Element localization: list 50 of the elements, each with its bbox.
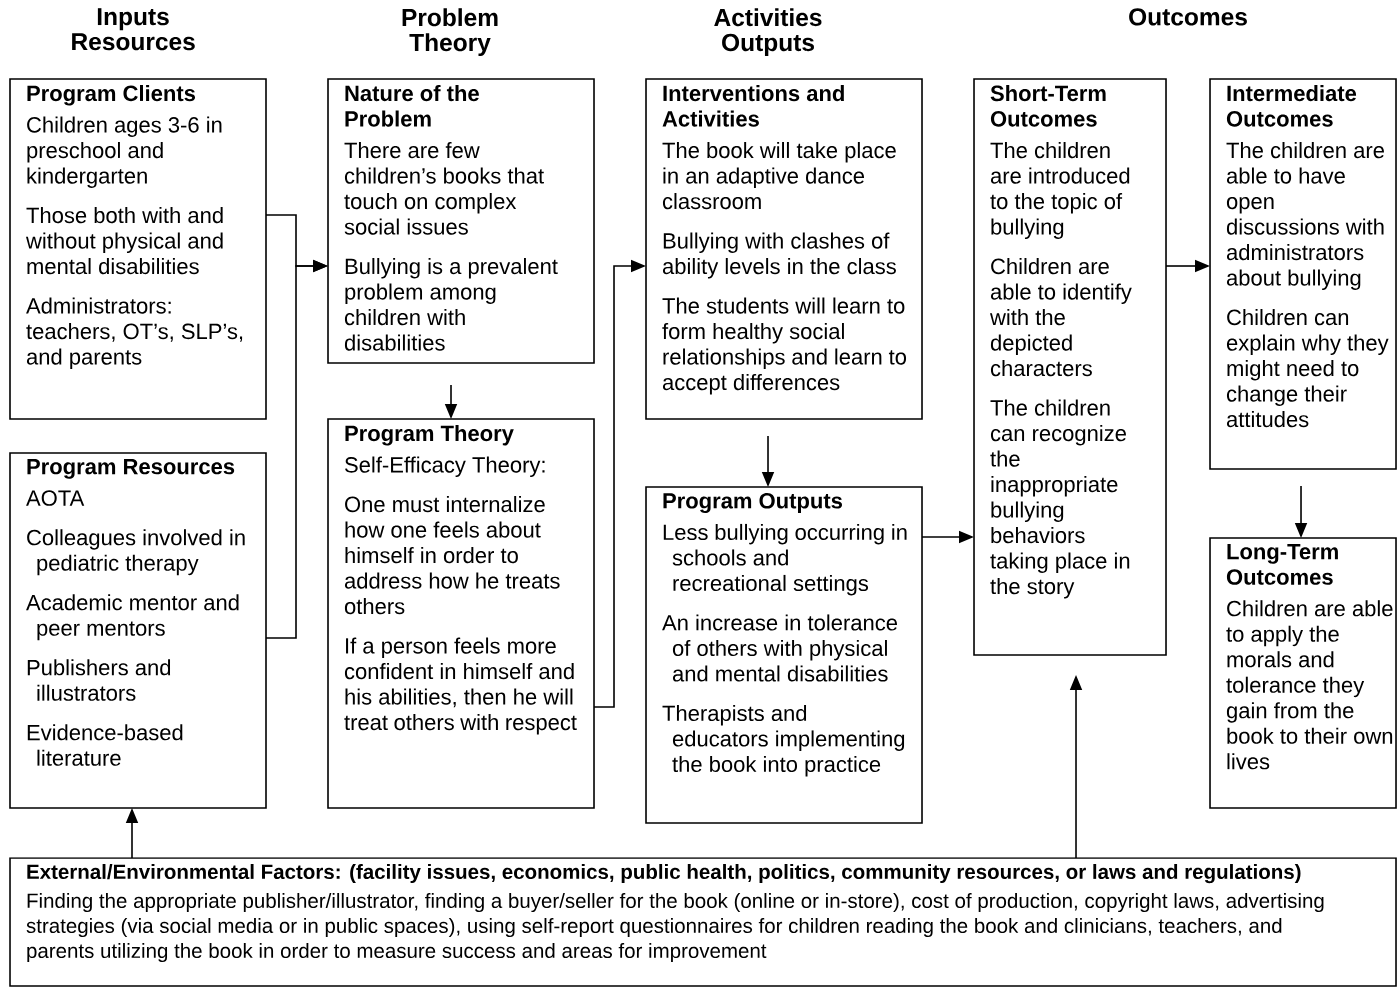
column-heading: Outcomes <box>1129 8 1247 26</box>
box-text: There are few children’s books that touch on complex social issues <box>344 142 544 235</box>
box-text: Children can explain why they might need to change their attitudes <box>1226 309 1389 428</box>
box-text: Children ages 3-6 in preschool and kindergarten <box>27 116 222 188</box>
box-text: The book will take place in an adaptive dance classroom <box>662 142 896 210</box>
process-box <box>9 857 1397 987</box>
process-box <box>973 78 1167 656</box>
process-box <box>9 78 267 420</box>
box-text: Those both with and without physical and mental disabilities <box>25 207 223 275</box>
box-text: The children are introduced to the topic of bullying <box>990 142 1130 239</box>
box-text: Colleagues involved in pediatric therapy <box>27 529 245 576</box>
process-box <box>645 486 923 824</box>
box-text: Children are able to apply the morals and tolerance they gain from the book to their own lives <box>1226 600 1393 770</box>
box-text: If a person feels more confident in himself and his abilities, then he will treat others with respect <box>344 637 577 735</box>
box-heading: Intermediate Outcomes <box>1226 85 1357 127</box>
box-heading: External/Environmental Factors: (facility issues, economics, public health, politics, community resources, or laws and regulations) <box>27 864 1301 884</box>
box-text: Self-Efficacy Theory: <box>345 456 545 477</box>
box-heading: Program Resources <box>27 459 235 479</box>
box-heading: Nature of the Problem <box>345 85 479 127</box>
box-text: The children are able to have open discussions with administrators about bullying <box>1226 142 1384 290</box>
process-box <box>645 78 923 420</box>
box-text: The children can recognize the inappropriate bullying behaviors taking place in the story <box>990 399 1130 599</box>
column-heading: Inputs Resources <box>72 8 195 51</box>
box-heading: Interventions and Activities <box>662 85 844 127</box>
box-text: Academic mentor and peer mentors <box>26 594 239 641</box>
box-text: One must internalize how one feels about himself in order to address how he treats others <box>344 496 560 615</box>
box-heading: Program Outputs <box>663 493 842 514</box>
process-box <box>1209 537 1397 809</box>
box-heading: Short-Term Outcomes <box>990 85 1106 127</box>
box-text: Bullying is a prevalent problem among children with disabilities <box>344 258 558 351</box>
box-text: Less bullying occurring in schools and recreational settings <box>663 523 907 596</box>
box-text: AOTA <box>26 490 85 506</box>
box-text: The students will learn to form healthy social relationships and learn to accept differences <box>662 297 907 395</box>
box-text: Bullying with clashes of ability levels in the class <box>662 232 896 279</box>
box-text: Administrators: teachers, OT’s, SLP’s, and parents <box>26 297 243 369</box>
box-text: Finding the appropriate publisher/illustrator, finding a buyer/seller for the book (online or in-store), cost of production, copyright laws, advertising strategies (via social media or in public spaces), using self-report questionnaires for children reading the book and clinicians, teachers, and parents utilizing the book in order to measure success and areas for improvement <box>26 893 1324 963</box>
box-heading: Program Theory <box>345 425 514 446</box>
box-text: An increase in tolerance of others with physical and mental disabilities <box>662 614 897 682</box>
box-text: Publishers and illustrators <box>27 659 171 701</box>
process-box <box>327 418 595 809</box>
box-heading: Long-Term Outcomes <box>1226 544 1338 585</box>
column-heading: Activities Outputs <box>714 8 822 57</box>
box-text: Therapists and educators implementing the book into practice <box>662 704 905 777</box>
process-box <box>9 452 267 809</box>
column-heading: Problem Theory <box>402 8 498 57</box>
box-text: Children are able to identify with the depicted characters <box>990 258 1132 377</box>
process-box <box>327 78 595 364</box>
box-heading: Program Clients <box>27 85 195 106</box>
process-box <box>1209 78 1397 470</box>
box-text: Evidence-based literature <box>27 724 183 766</box>
